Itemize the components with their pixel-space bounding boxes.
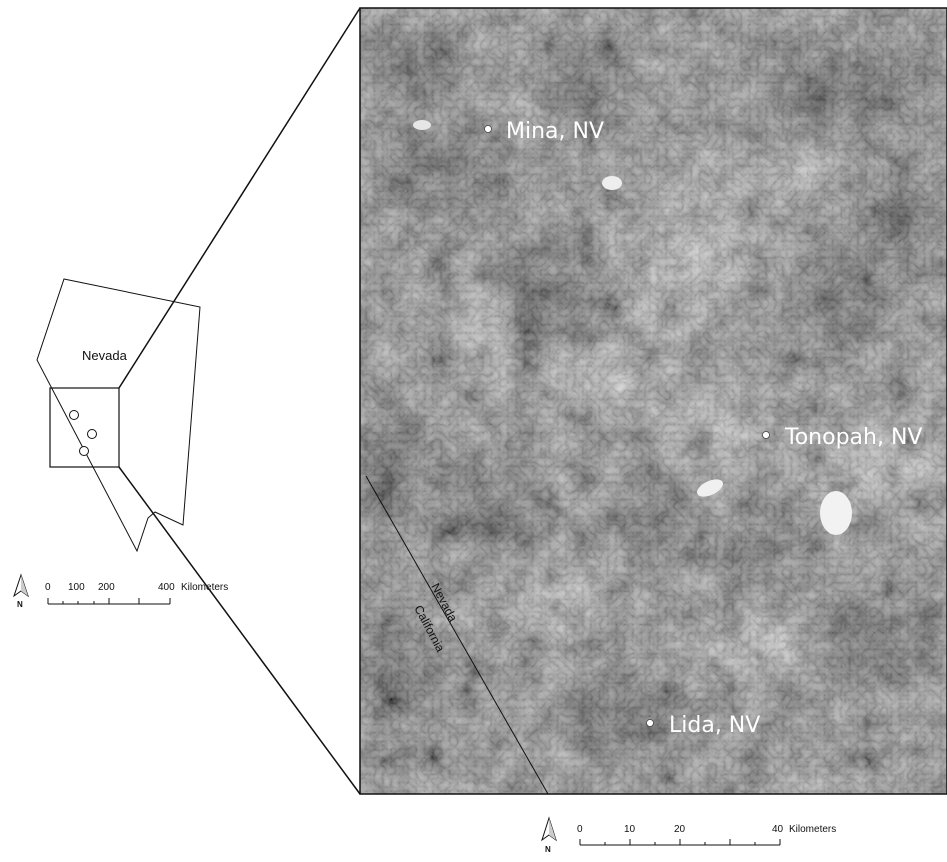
north-label: N — [545, 845, 551, 854]
town-marker — [484, 125, 492, 133]
town-label: Mina, NV — [506, 119, 604, 144]
overview-map: Nevada N 0 100 200 400 Kilometers — [13, 278, 228, 609]
town-marker — [762, 431, 770, 439]
connector-line-top — [118, 7, 361, 389]
site-marker-tonopah — [87, 429, 97, 439]
dry-lake — [413, 120, 431, 130]
extent-rectangle — [49, 387, 120, 468]
site-marker-lida — [79, 446, 89, 456]
site-marker-mina — [69, 410, 79, 420]
town-tonopah: Tonopah, NV — [762, 425, 922, 450]
town-label: Tonopah, NV — [784, 425, 922, 450]
nevada-label: Nevada — [82, 348, 128, 363]
dry-lake — [820, 491, 852, 535]
scale-tick-10: 10 — [624, 824, 636, 835]
dry-lake — [602, 176, 622, 190]
dry-lake — [696, 479, 724, 497]
scale-tick-200: 200 — [98, 582, 115, 593]
scale-unit: Kilometers — [181, 582, 228, 593]
town-label: Lida, NV — [669, 713, 760, 738]
nevada-outline — [36, 278, 201, 553]
north-label: N — [17, 600, 23, 609]
scale-bar-overview: 0 100 200 400 Kilometers — [45, 582, 228, 605]
satellite-frame — [359, 7, 947, 795]
scale-unit: Kilometers — [789, 824, 836, 835]
scale-tick-40: 40 — [772, 824, 784, 835]
scale-bar-detail: 0 10 20 40 Kilometers — [577, 824, 836, 846]
scale-tick-0: 0 — [45, 582, 51, 593]
connector-line-bottom — [118, 466, 361, 795]
scale-tick-100: 100 — [68, 582, 85, 593]
scale-tick-400: 400 — [158, 582, 175, 593]
north-arrow-overview: N — [13, 573, 29, 609]
town-mina: Mina, NV — [484, 119, 604, 144]
satellite-image — [360, 8, 947, 794]
scale-tick-20: 20 — [674, 824, 686, 835]
town-marker — [646, 719, 654, 727]
scale-tick-0: 0 — [577, 824, 583, 835]
town-lida: Lida, NV — [646, 713, 760, 738]
state-border-line — [365, 475, 549, 795]
north-arrow-detail: N — [541, 816, 557, 854]
